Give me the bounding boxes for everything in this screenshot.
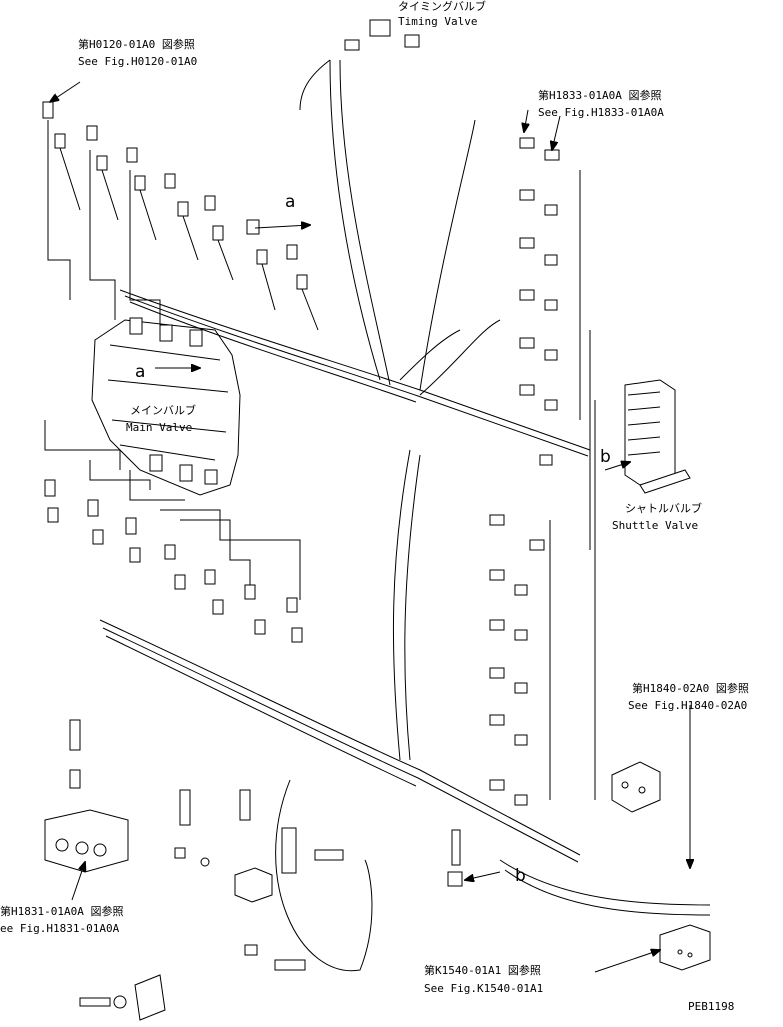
- timing-valve-label-jp: タイミングバルブ: [398, 0, 486, 13]
- manifold-block-drawing: [611, 761, 661, 813]
- ref-h0120-en: See Fig.H0120-01A0: [78, 55, 198, 68]
- timing-valve-label-en: Timing Valve: [398, 15, 478, 28]
- junction-block-drawing: [234, 827, 297, 903]
- marker-a-lower: a: [135, 362, 146, 382]
- main-valve-drawing: [91, 317, 241, 496]
- shuttle-valve-drawing: [624, 379, 691, 494]
- ref-h1831-jp: 第H1831-01A0A 図参照: [0, 905, 124, 918]
- ref-h1831-en: ee Fig.H1831-01A0A: [0, 922, 120, 935]
- ref-h1833-en: See Fig.H1833-01A0A: [538, 106, 664, 119]
- ref-h1833-jp: 第H1833-01A0A 図参照: [538, 89, 662, 102]
- lower-left-fittings: [44, 479, 463, 887]
- callout-arrows: [50, 81, 690, 973]
- right-column-fittings: [489, 137, 560, 806]
- ref-h1840-jp: 第H1840-02A0 図参照: [632, 682, 749, 695]
- ref-k1540-en: See Fig.K1540-01A1: [424, 982, 544, 995]
- marker-b-right: b: [600, 447, 611, 467]
- ref-h1840-en: See Fig.H1840-02A0: [628, 699, 748, 712]
- ref-k1540-jp: 第K1540-01A1 図参照: [424, 964, 541, 977]
- pilot-valve-block-drawing: [44, 809, 129, 873]
- shuttle-valve-label-jp: シャトルバルブ: [625, 502, 702, 515]
- ref-h0120-jp: 第H0120-01A0 図参照: [78, 38, 195, 51]
- marker-b-bottom: b: [515, 866, 526, 886]
- drawing-code: PEB1198: [688, 1000, 735, 1013]
- timing-valve-fittings: [299, 19, 420, 111]
- main-valve-label-en: Main Valve: [126, 421, 193, 434]
- leader-lines: [44, 120, 596, 800]
- fastener-hardware: [79, 847, 344, 1021]
- solenoid-block-drawing: [659, 924, 711, 971]
- marker-a-upper: a: [285, 192, 296, 212]
- upper-left-fittings: [42, 101, 319, 331]
- main-valve-label-jp: メインバルブ: [130, 404, 196, 417]
- hose-bundle-lines: [99, 59, 711, 972]
- shuttle-valve-label-en: Shuttle Valve: [612, 519, 699, 532]
